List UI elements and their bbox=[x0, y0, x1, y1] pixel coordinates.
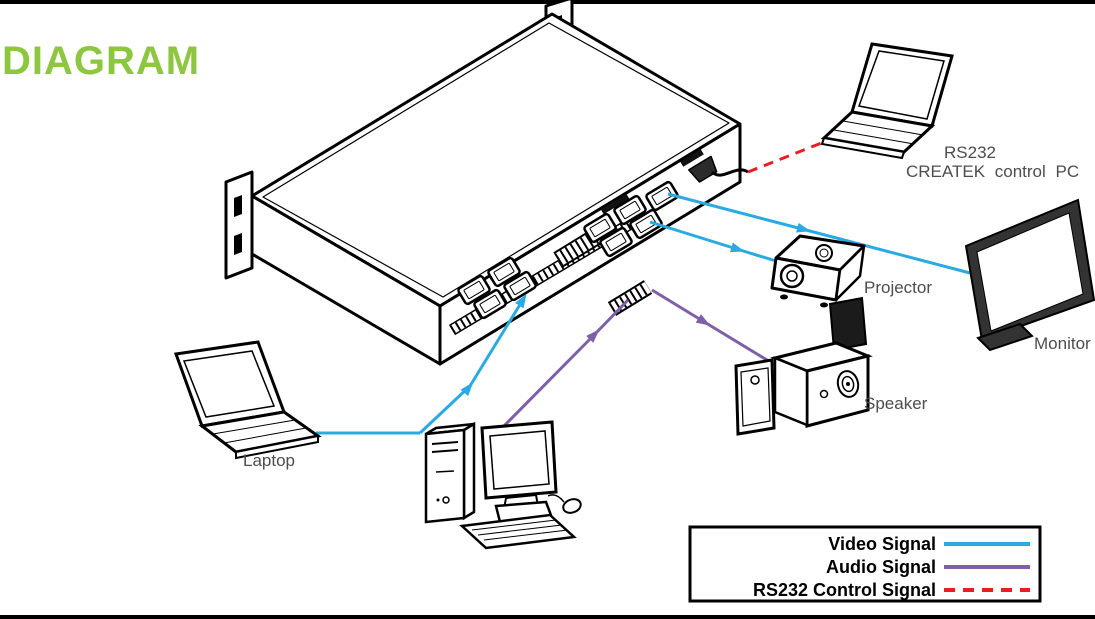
legend-box bbox=[688, 525, 1042, 603]
audio-line-pc-to-switcher bbox=[500, 298, 630, 430]
laptop-label: Laptop bbox=[243, 451, 295, 470]
matrix-switcher-icon bbox=[224, 0, 749, 366]
projector-label: Projector bbox=[864, 278, 932, 297]
control-pc-laptop-icon bbox=[820, 42, 954, 160]
rack-ear-left bbox=[224, 170, 254, 280]
legend-rs232-label: RS232 Control Signal bbox=[753, 580, 936, 600]
video-line-switcher-to-monitor bbox=[667, 192, 971, 275]
rs232-line-switcher-to-pc bbox=[747, 140, 825, 174]
rack-ear-left-slot bbox=[234, 195, 242, 217]
monitor-icon bbox=[964, 198, 1095, 352]
rack-ear-left-slot2 bbox=[234, 233, 242, 255]
control-pc-label-line2: CREATEK control PC bbox=[906, 162, 1079, 181]
panel-label-strip2 bbox=[600, 193, 630, 215]
video-line-laptop-to-switcher bbox=[418, 293, 527, 435]
legend-video-label: Video Signal bbox=[828, 534, 936, 554]
top-border bbox=[0, 0, 1095, 4]
page-title: DIAGRAM bbox=[2, 39, 200, 83]
rs232-cable bbox=[710, 168, 749, 177]
control-pc-label-line1: RS232 bbox=[944, 143, 996, 162]
projector-icon bbox=[770, 234, 866, 308]
speaker-label: Speaker bbox=[864, 394, 928, 413]
legend-audio-label: Audio Signal bbox=[826, 557, 936, 577]
video-line-switcher-to-projector bbox=[649, 220, 777, 263]
laptop-icon bbox=[173, 340, 322, 460]
desktop-pc-icon bbox=[424, 420, 582, 550]
audio-line-switcher-to-speaker bbox=[651, 288, 791, 376]
rs232-port bbox=[687, 155, 718, 183]
chassis-lid-seam bbox=[262, 22, 730, 298]
audio-terminal-block bbox=[607, 280, 653, 316]
panel-label-strip3 bbox=[680, 149, 704, 167]
monitor-label: Monitor bbox=[1034, 334, 1091, 353]
speaker-icon bbox=[734, 296, 873, 436]
legend: Video Signal Audio Signal RS232 Control … bbox=[688, 525, 1042, 603]
bottom-border bbox=[0, 615, 1095, 619]
